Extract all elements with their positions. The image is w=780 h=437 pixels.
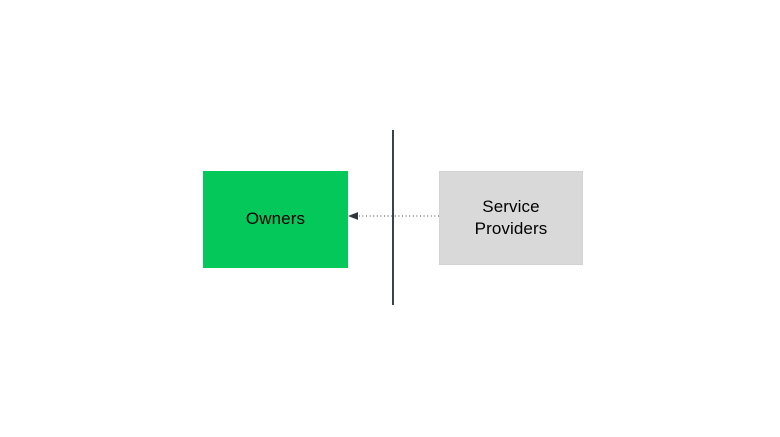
node-owners[interactable]: Owners <box>203 171 348 268</box>
node-service-providers[interactable]: Service Providers <box>439 171 583 265</box>
edge-service-providers-to-owners[interactable] <box>348 209 439 223</box>
edge-arrowhead-left-icon <box>348 212 358 220</box>
boundary-divider-line <box>392 130 394 305</box>
node-owners-label: Owners <box>245 209 306 229</box>
node-service-providers-label: Service Providers <box>474 196 548 238</box>
edge-arrow-icon <box>348 212 439 220</box>
